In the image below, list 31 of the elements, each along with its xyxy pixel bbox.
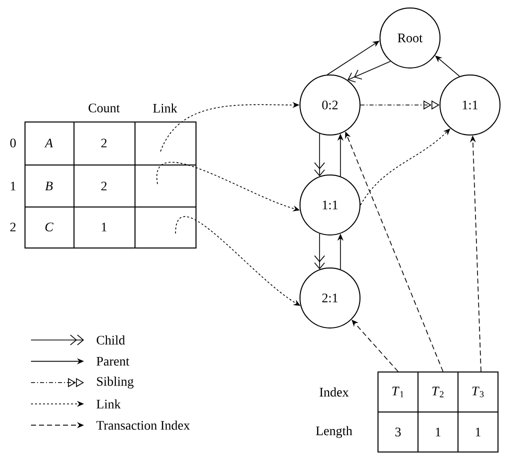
table-cell: 2 xyxy=(101,138,107,148)
arrow xyxy=(348,60,391,82)
legend-text: Transaction Index xyxy=(96,420,190,430)
link-cell xyxy=(134,164,196,208)
table-cell: C xyxy=(45,222,54,232)
column-header: Count xyxy=(88,104,120,112)
table-cell: 1 xyxy=(102,222,106,232)
legend-text: Sibling xyxy=(97,376,134,388)
legend-text: Link xyxy=(96,399,121,408)
legend-text: Child xyxy=(96,335,125,345)
column-header: Link xyxy=(153,103,178,112)
table-cell: A xyxy=(44,138,54,148)
table-cell: T$_{2}$ xyxy=(418,372,458,412)
table-cell: 3 xyxy=(395,428,401,436)
row-header: Length xyxy=(316,426,352,438)
arrow xyxy=(352,320,398,372)
table-cell: T$_{3}$ xyxy=(458,372,498,412)
table-cell: 1 xyxy=(476,428,480,436)
legend-text: Parent xyxy=(96,356,130,366)
row-index: 0 xyxy=(10,138,16,148)
row-index: 1 xyxy=(10,182,16,190)
arrow xyxy=(314,233,325,270)
link-cell xyxy=(134,206,196,248)
table-cell: 2 xyxy=(101,182,107,190)
table-cell: 1 xyxy=(436,428,440,436)
link-cell xyxy=(134,122,196,166)
row-index: 2 xyxy=(10,222,16,232)
row-header: Index xyxy=(320,387,349,397)
table-cell: T$_{1}$ xyxy=(378,372,418,412)
arrow xyxy=(314,133,325,176)
table-cell: B xyxy=(45,182,53,190)
